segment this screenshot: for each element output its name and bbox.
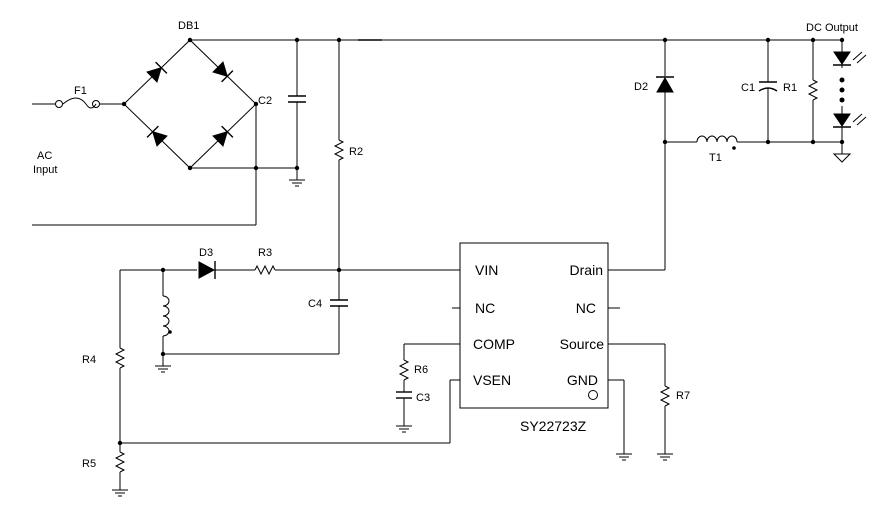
capacitor-c2 (288, 37, 306, 187)
ac-return-wire (32, 104, 297, 226)
label-f1: F1 (74, 85, 87, 97)
comp-network (396, 343, 460, 433)
label-d3: D3 (199, 247, 213, 259)
label-t1: T1 (709, 152, 722, 164)
inductor-t1 (665, 135, 842, 150)
label-r1: R1 (783, 82, 797, 94)
vin-line (120, 261, 460, 279)
label-db1: DB1 (178, 20, 199, 32)
pin-nc-right: NC (576, 300, 596, 316)
bridge-rectifier-db1 (121, 37, 259, 171)
label-r3: R3 (258, 247, 272, 259)
resistor-r2 (333, 37, 345, 270)
pin-vin: VIN (475, 262, 498, 278)
label-ac: AC (37, 150, 52, 162)
resistor-r1 (807, 37, 819, 142)
label-c4: C4 (308, 298, 322, 310)
label-c2: C2 (258, 95, 272, 107)
label-dc-output: DC Output (806, 22, 858, 34)
resistor-divider (112, 270, 460, 497)
label-ac-input: Input (33, 164, 57, 176)
label-c3: C3 (416, 392, 430, 404)
label-r6: R6 (414, 364, 428, 376)
pin-gnd: GND (567, 372, 598, 388)
chip-name: SY22723Z (520, 418, 587, 434)
label-r7: R7 (676, 390, 690, 402)
label-r2: R2 (349, 146, 363, 158)
pin-comp: COMP (473, 336, 515, 352)
ic-sy22723z (452, 242, 665, 409)
capacitor-c1 (758, 37, 778, 142)
diode-d2 (656, 37, 674, 270)
label-c1: C1 (741, 82, 755, 94)
gnd-and-source (608, 343, 673, 461)
aux-winding (155, 270, 172, 373)
label-r4: R4 (82, 354, 96, 366)
led-string (832, 37, 867, 163)
pin-nc-left: NC (475, 300, 495, 316)
label-r5: R5 (82, 458, 96, 470)
pin-source: Source (560, 336, 605, 352)
label-d2: D2 (634, 81, 648, 93)
pin-vsen: VSEN (473, 372, 511, 388)
pin-drain: Drain (570, 262, 603, 278)
fuse-f1 (32, 97, 124, 109)
capacitor-c4 (163, 270, 348, 355)
